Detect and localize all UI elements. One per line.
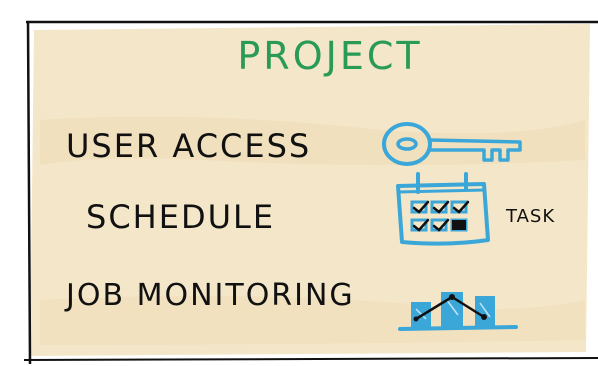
item-label-user-access: USER ACCESS [66, 127, 312, 165]
task-tag: TASK [506, 206, 556, 227]
calendar-icon [396, 172, 490, 246]
item-label-job-monitoring: JOB MONITORING [66, 278, 355, 313]
item-label-schedule: SCHEDULE [86, 198, 276, 236]
bar-chart-icon [398, 292, 518, 331]
page-title: PROJECT [237, 34, 423, 78]
paper-wash [30, 24, 590, 356]
left-border [26, 21, 32, 365]
bottom-border [23, 357, 598, 361]
key-icon [382, 122, 522, 166]
